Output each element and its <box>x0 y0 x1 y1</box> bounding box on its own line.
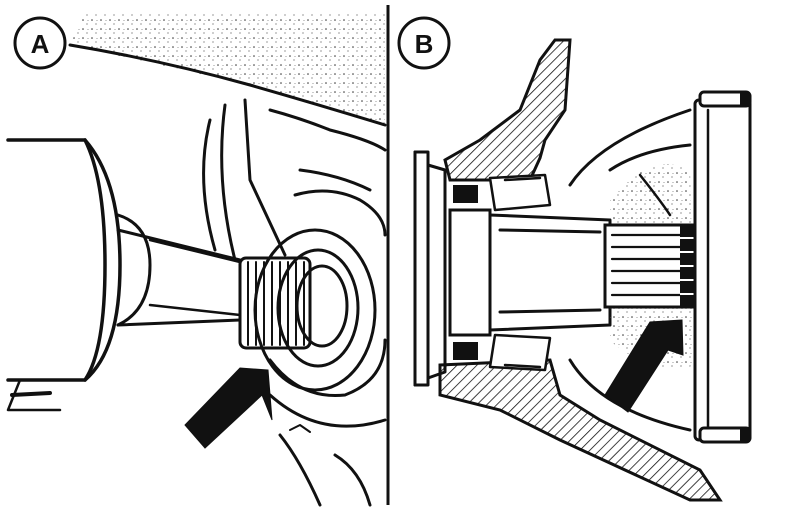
panel-b-label: B <box>397 16 451 70</box>
bore-inner <box>295 264 349 348</box>
panel-a-label: A <box>13 16 67 70</box>
end-cap <box>693 98 752 442</box>
panel-a-label-text: A <box>31 29 50 59</box>
spline-section <box>238 256 312 350</box>
arrow-a-indicator <box>184 367 273 449</box>
arrow-b-indicator <box>604 319 684 413</box>
upper-bearing <box>488 173 552 212</box>
spline-teeth <box>247 261 305 346</box>
lower-housing-section <box>438 358 723 502</box>
panel-b: B <box>397 16 752 502</box>
panel-b-label-text: B <box>415 29 434 59</box>
inner-sleeve <box>448 208 492 337</box>
panel-a: A <box>6 12 387 507</box>
lower-bearing <box>488 333 552 372</box>
coupling-teeth <box>610 233 692 297</box>
bore-mid <box>276 248 360 368</box>
upper-seal <box>453 185 478 203</box>
casting-stipple <box>70 12 385 125</box>
bore-outer <box>253 228 377 392</box>
upper-housing-section <box>443 38 572 182</box>
lower-seal <box>453 342 478 360</box>
